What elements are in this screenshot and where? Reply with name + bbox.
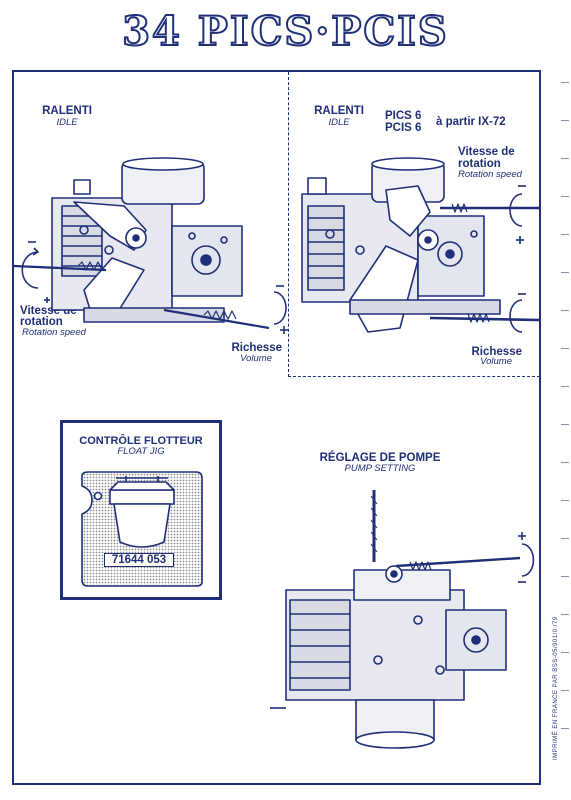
left-heading-en: IDLE xyxy=(56,117,78,128)
left-speed-label-en: Rotation speed xyxy=(22,327,86,338)
printer-imprint: IMPRIMÉ EN FRANCE PAR BSS-05/901/0 /79 xyxy=(553,616,559,760)
carburetor-idle-right-drawing xyxy=(301,157,540,333)
right-heading: RALENTI xyxy=(314,105,364,117)
float-jig-drawing xyxy=(81,471,203,587)
right-speed-label-2: rotation xyxy=(458,158,501,170)
float-jig-box: CONTRÔLE FLOTTEUR FLOAT JIG xyxy=(60,420,222,600)
page-title: 34 PICS·PCIS xyxy=(121,7,449,56)
float-jig-heading-en: FLOAT JIG xyxy=(117,446,165,457)
left-volume-label: Richesse xyxy=(231,342,282,354)
left-volume-label-en: Volume xyxy=(240,353,272,364)
carburetor-idle-left-drawing xyxy=(14,157,288,334)
right-volume-label-en: Volume xyxy=(480,356,512,367)
panel-divider-vertical xyxy=(288,72,289,377)
right-speed-label-1: Vitesse de xyxy=(458,146,515,158)
right-volume-label: Richesse xyxy=(471,346,522,358)
float-jig-heading: CONTRÔLE FLOTTEUR xyxy=(79,435,203,447)
pump-setting-drawing xyxy=(270,490,535,749)
right-model-from: à partir IX-72 xyxy=(436,116,506,128)
right-model-1: PICS 6 xyxy=(385,110,422,122)
pump-heading: RÉGLAGE DE POMPE xyxy=(319,452,441,464)
panel-divider-horizontal xyxy=(288,376,540,377)
right-heading-en: IDLE xyxy=(328,117,350,128)
left-heading: RALENTI xyxy=(42,105,92,117)
main-frame xyxy=(12,70,541,785)
float-jig-part-number: 71644 053 xyxy=(104,553,174,567)
right-model-2: PCIS 6 xyxy=(385,122,422,134)
left-speed-label-2: rotation xyxy=(20,316,63,328)
edge-tick-marks xyxy=(561,62,569,762)
pump-heading-en: PUMP SETTING xyxy=(344,463,416,474)
right-speed-label-en: Rotation speed xyxy=(458,169,522,180)
